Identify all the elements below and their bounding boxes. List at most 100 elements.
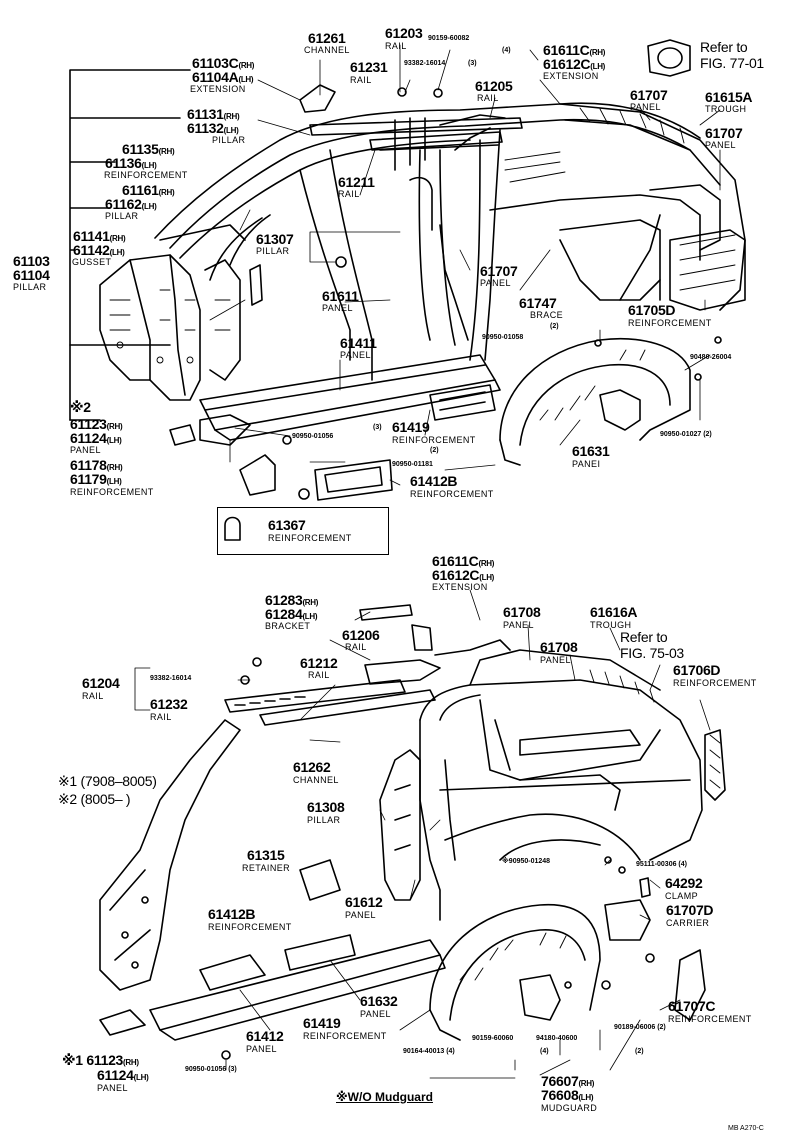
label-qty2: (2) <box>550 323 559 330</box>
label-without-mudguard: ※W/O Mudguard <box>336 1090 433 1104</box>
label-lower-reinforcement-2: REINFORCEMENT <box>208 922 292 932</box>
label-reinforcement-2: REINFORCEMENT <box>70 487 154 497</box>
label-61419: 61419 <box>392 419 430 435</box>
lower-leader-lines <box>134 589 711 1079</box>
label-61615a: 61615A <box>705 89 753 105</box>
label-lower-61419: 61419 <box>303 1015 341 1031</box>
label-90159-60060: 90159-60060 <box>472 1035 514 1042</box>
label-lower-90950-01056: 90950-01056 (3) <box>185 1066 237 1073</box>
label-rail-4: RAIL <box>338 189 360 199</box>
label-61211: 61211 <box>338 174 375 190</box>
label-lower-panel-5: PANEL <box>246 1044 277 1054</box>
lower-right-parts <box>221 657 726 1060</box>
label-61707-a: 61707 <box>630 87 668 103</box>
label-qty3-2: (3) <box>373 424 382 431</box>
label-61632: 61632 <box>360 993 398 1009</box>
label-lower-61124: 61124(LH) <box>97 1067 149 1083</box>
label-94180-40600: 94180-40600 <box>536 1035 578 1042</box>
label-61708-a: 61708 <box>503 604 541 620</box>
label-61308: 61308 <box>307 799 345 815</box>
label-panel-2: PANEL <box>630 102 661 112</box>
label-pillar-3: PILLAR <box>13 282 47 292</box>
label-lower-panel-2: PANEL <box>540 655 571 665</box>
label-61612: 61612 <box>345 894 383 910</box>
label-lower-trough: TROUGH <box>590 620 632 630</box>
label-90950-01027: 90950-01027 (2) <box>660 431 712 438</box>
label-panel-5: PANEL <box>480 278 511 288</box>
figure-code: MB A270-C <box>728 1125 764 1132</box>
upper-trough-hatching <box>504 107 736 291</box>
label-panel-3: PANEL <box>705 140 736 150</box>
label-61212: 61212 <box>300 655 338 671</box>
label-61284: 61284(LH) <box>265 606 318 622</box>
label-panel-6: PANEL <box>340 350 371 360</box>
label-qty3: (3) <box>468 60 477 67</box>
label-90950-01248: ※90950-01248 <box>502 858 551 865</box>
label-61123: 61123(RH) <box>70 416 123 432</box>
label-brace: BRACE <box>530 310 564 320</box>
label-lower-reinforcement: REINFORCEMENT <box>673 678 757 688</box>
label-61307: 61307 <box>256 231 294 247</box>
label-mark2: ※2 <box>70 399 91 415</box>
label-lower-qty2: (2) <box>635 1048 644 1055</box>
label-reinforcement-4: REINFORCEMENT <box>392 435 476 445</box>
label-61136: 61136(LH) <box>105 155 157 171</box>
label-61747: 61747 <box>519 295 557 311</box>
label-panei: PANEI <box>572 459 601 469</box>
label-61103: 61103 <box>13 253 50 269</box>
label-refer-to: Refer to <box>700 39 748 55</box>
lower-rocker-panel <box>99 859 446 1041</box>
label-61104a: 61104A(LH) <box>192 69 254 85</box>
label-61412b: 61412B <box>410 473 458 489</box>
label-retainer: RETAINER <box>242 863 291 873</box>
label-mark2-range: ※2 (8005– ) <box>58 791 131 807</box>
label-lower-rail-4: RAIL <box>150 712 172 722</box>
label-61412: 61412 <box>246 1028 284 1044</box>
label-90189-06006: 90189-06006 (2) <box>614 1024 666 1031</box>
label-61315: 61315 <box>247 847 285 863</box>
label-lower-pillar: PILLAR <box>307 815 341 825</box>
label-qty4: (4) <box>502 47 511 54</box>
label-pillar-2: PILLAR <box>105 211 139 221</box>
label-61231: 61231 <box>350 59 388 75</box>
label-64292: 64292 <box>665 875 703 891</box>
lower-center-pillar <box>379 749 421 901</box>
lower-wheelhouse <box>429 903 601 1041</box>
label-61261: 61261 <box>308 30 346 46</box>
upper-wheelhouse-hatch <box>539 349 646 421</box>
lower-roof-rails <box>224 604 511 726</box>
label-lower-extension: EXTENSION <box>432 582 488 592</box>
label-61631: 61631 <box>572 443 610 459</box>
label-61708-b: 61708 <box>540 639 578 655</box>
label-61132: 61132(LH) <box>187 120 239 136</box>
label-61141: 61141(RH) <box>73 228 126 244</box>
label-trough: TROUGH <box>705 104 747 114</box>
label-mudguard: MUDGUARD <box>541 1103 598 1113</box>
label-lower-93382-16014: 93382-16014 <box>150 675 192 682</box>
label-lower-61611c: 61611C(RH) <box>432 553 495 569</box>
label-90950-01058: 90950-01058 <box>482 334 524 341</box>
label-lower-61123: ※1 61123(RH) <box>62 1052 139 1068</box>
label-61262: 61262 <box>293 759 331 775</box>
label-lower-61412b: 61412B <box>208 906 256 922</box>
label-61205: 61205 <box>475 78 513 94</box>
label-61411: 61411 <box>340 335 377 351</box>
label-reinforcement-5: REINFORCEMENT <box>410 489 494 499</box>
part-61367-shape <box>224 516 241 541</box>
label-61611: 61611 <box>322 288 359 304</box>
label-93382-16014: 93382-16014 <box>404 60 446 67</box>
label-61707c: 61707C <box>668 998 716 1014</box>
label-61179: 61179(LH) <box>70 471 122 487</box>
label-lower-rail-3: RAIL <box>308 670 330 680</box>
label-61283: 61283(RH) <box>265 592 319 608</box>
label-61203: 61203 <box>385 25 423 41</box>
upper-front-pillar-assembly <box>99 214 271 446</box>
label-rail: RAIL <box>385 41 407 51</box>
label-61612c: 61612C(LH) <box>543 56 606 72</box>
label-90159-60082: 90159-60082 <box>428 35 470 42</box>
label-rail-2: RAIL <box>350 75 372 85</box>
lower-wheelhouse-hatch <box>459 932 567 981</box>
label-90164-40013: 90164-40013 (4) <box>403 1048 455 1055</box>
label-extension: EXTENSION <box>190 84 246 94</box>
label-61161: 61161(RH) <box>122 182 175 198</box>
